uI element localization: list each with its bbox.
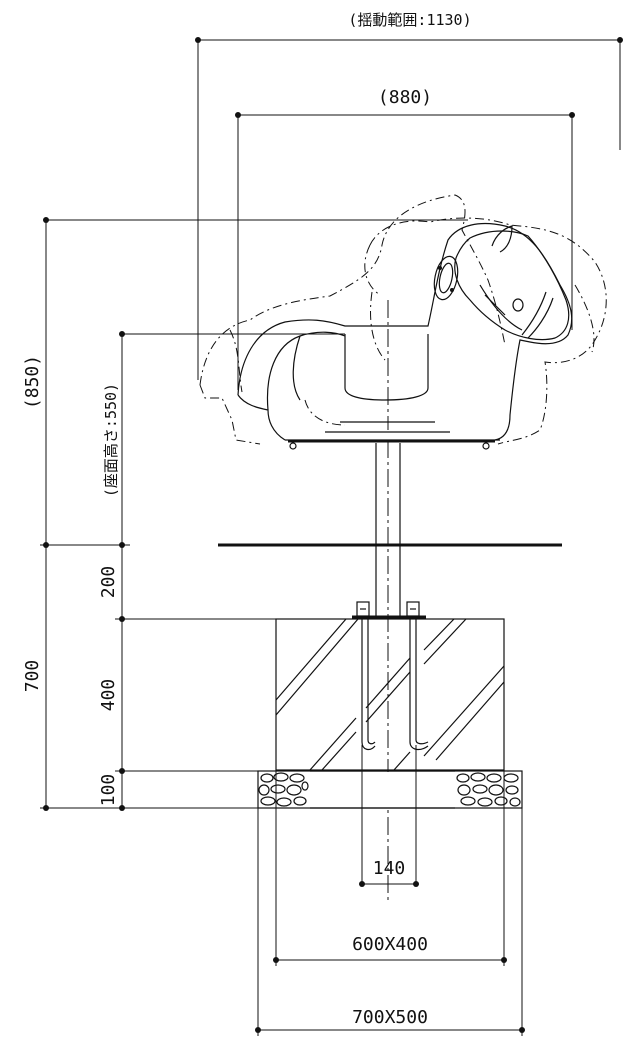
height-200-400-100-dimension: 200 400 100: [98, 545, 276, 811]
height-400-label: 400: [98, 679, 119, 712]
seat-height-dimension: (座面高さ:550): [102, 331, 345, 545]
seat-column: [325, 300, 450, 433]
width-700x500-label: 700X500: [352, 1007, 428, 1028]
width-880-dimension: (880): [235, 87, 575, 390]
swing-range-dimension: (揺動範囲:1130): [195, 11, 623, 380]
height-200-label: 200: [98, 566, 119, 599]
width-880-label: (880): [378, 87, 432, 108]
height-700-dimension: 700: [22, 545, 258, 811]
horse-base-plate: [288, 439, 495, 450]
horse-handle: [433, 255, 459, 301]
height-700-label: 700: [22, 660, 43, 693]
horse-body: [237, 223, 573, 441]
width-140-label: 140: [373, 858, 406, 879]
anchor-bolts: [361, 619, 429, 751]
width-140-dimension: 140: [359, 745, 419, 887]
ground-line: [40, 542, 562, 548]
height-850-label: (850): [22, 355, 43, 409]
horse-head: [454, 225, 570, 341]
seat-height-label: (座面高さ:550): [102, 383, 120, 497]
gravel-layer: [257, 770, 523, 809]
concrete-foundation: [275, 618, 505, 771]
width-600x400-label: 600X400: [352, 934, 428, 955]
gravel-stones-left: [258, 772, 309, 807]
width-600x400-dimension: 600X400: [273, 770, 507, 966]
swing-envelope-right: [304, 217, 607, 445]
gravel-stones-right: [456, 772, 521, 807]
swing-envelope-left: [199, 194, 506, 445]
height-100-label: 100: [98, 774, 119, 807]
height-850-dimension: (850): [22, 217, 468, 548]
width-700x500-dimension: 700X500: [255, 808, 525, 1036]
swing-range-label: (揺動範囲:1130): [348, 11, 471, 29]
support-post: [375, 440, 401, 900]
post-base-flange: [352, 600, 426, 619]
